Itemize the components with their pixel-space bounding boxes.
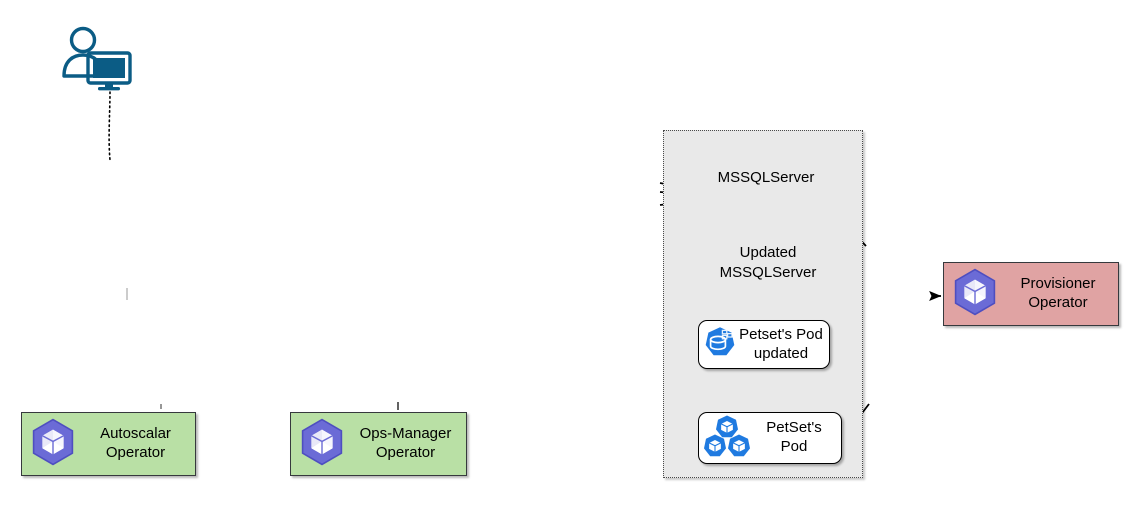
user-with-monitor-icon bbox=[60, 26, 134, 92]
pod-container-icon bbox=[703, 325, 737, 364]
pod-box-petset-pod[interactable]: PetSet's Pod bbox=[698, 412, 842, 464]
operator-box-autoscalar[interactable]: Autoscalar Operator bbox=[21, 412, 196, 476]
resource-label-mssqlserver: MSSQLServer bbox=[717, 169, 815, 186]
pod-box-petset-pod-updated[interactable]: Petset's Pod updated bbox=[698, 320, 830, 369]
pod-cubes-icon bbox=[703, 414, 751, 463]
operator-cube-icon bbox=[950, 267, 1000, 322]
operator-cube-icon bbox=[297, 417, 347, 472]
resource-label-updated-mssqlserver: Updated MSSQLServer bbox=[719, 244, 817, 281]
operator-box-label: Provisioner Operator bbox=[1020, 275, 1096, 311]
operator-box-provisioner[interactable]: Provisioner Operator bbox=[943, 262, 1119, 326]
operator-box-label: Ops-Manager Operator bbox=[359, 425, 452, 461]
pod-box-label: Petset's Pod updated bbox=[739, 325, 823, 362]
operator-cube-icon bbox=[28, 417, 78, 472]
operator-box-ops-manager[interactable]: Ops-Manager Operator bbox=[290, 412, 467, 476]
operator-box-label: Autoscalar Operator bbox=[100, 425, 171, 461]
edge-user-to-mssqlserver bbox=[108, 91, 111, 161]
pod-box-label: PetSet's Pod bbox=[766, 419, 822, 455]
